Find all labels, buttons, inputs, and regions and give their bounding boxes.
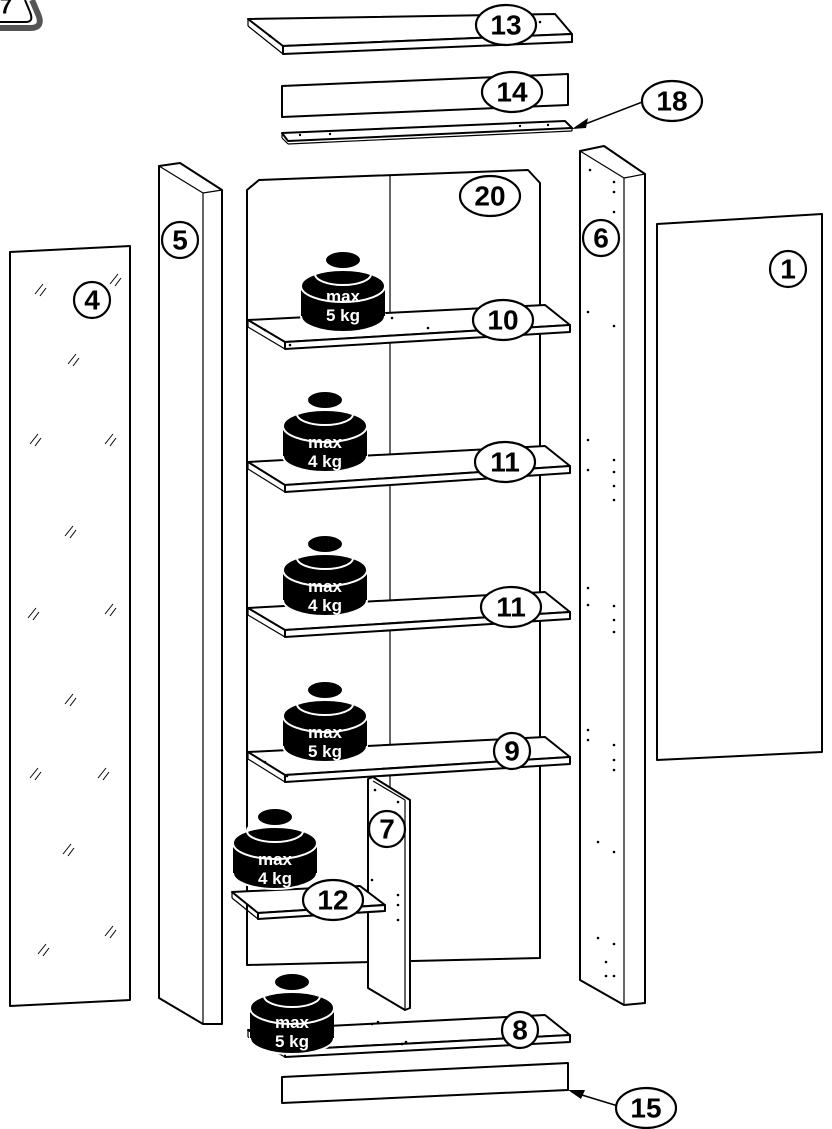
callout-12-label: 12	[317, 885, 348, 916]
callout-14-label: 14	[496, 77, 528, 108]
corner-warning-triangle: 7	[0, 0, 43, 31]
weight-icon-shelf-11-lower: max 4 kg	[282, 534, 368, 617]
callout-4-label: 4	[84, 285, 100, 316]
callout-18: 18	[640, 79, 704, 123]
weight-value-label: 4 kg	[308, 596, 342, 615]
part-1-right-door	[656, 213, 823, 761]
weight-value-label: 5 kg	[326, 306, 360, 325]
weight-icon-shelf-12: max 4 kg	[232, 807, 318, 890]
callout-6: 6	[581, 218, 621, 258]
callout-18-label: 18	[656, 86, 687, 117]
callout-20-label: 20	[474, 181, 505, 212]
callout-5: 5	[160, 220, 200, 260]
callout-10-label: 10	[487, 305, 518, 336]
weight-value-label: 4 kg	[258, 869, 292, 888]
weight-max-label: max	[258, 850, 293, 869]
callout-10: 10	[471, 298, 535, 342]
part-6-right-side-panel	[579, 145, 646, 1006]
callout-4: 4	[72, 280, 112, 320]
callout-11-lower: 11	[479, 585, 543, 629]
weight-icon-shelf-11-upper: max 4 kg	[282, 390, 368, 473]
weight-max-label: max	[308, 433, 343, 452]
callout-15-label: 15	[630, 1093, 661, 1124]
side-panel-holes	[586, 168, 616, 978]
weight-max-label: max	[326, 287, 361, 306]
weight-icon-shelf-10: max 5 kg	[300, 250, 386, 333]
callout-12: 12	[301, 878, 365, 922]
part-15-plinth	[281, 1062, 619, 1107]
callout-7-label: 7	[379, 814, 395, 845]
callout-11-lower-label: 11	[496, 592, 526, 623]
callout-11-upper: 11	[473, 440, 537, 484]
weight-max-label: max	[308, 723, 343, 742]
part-18-strip	[281, 100, 646, 145]
callout-7: 7	[367, 809, 407, 849]
callout-9: 9	[492, 731, 532, 771]
callout-1: 1	[768, 249, 808, 289]
callout-20: 20	[458, 174, 522, 218]
glass-reflection-marks	[27, 273, 122, 957]
callout-11-upper-label: 11	[490, 447, 520, 478]
callout-13-label: 13	[490, 10, 521, 41]
callout-6-label: 6	[593, 223, 609, 254]
weight-value-label: 4 kg	[308, 452, 342, 471]
callout-14: 14	[480, 70, 544, 114]
weight-icon-shelf-9: max 5 kg	[282, 680, 368, 763]
callout-9-label: 9	[504, 736, 520, 767]
callout-8: 8	[500, 1010, 540, 1050]
callout-13: 13	[474, 3, 538, 47]
weight-max-label: max	[308, 577, 343, 596]
callout-5-label: 5	[172, 225, 188, 256]
part-4-glass-door	[9, 245, 131, 1007]
weight-max-label: max	[275, 1013, 310, 1032]
part-5-left-side-panel	[158, 162, 223, 1025]
weight-value-label: 5 kg	[275, 1032, 309, 1051]
corner-label: 7	[0, 0, 12, 19]
callout-15: 15	[614, 1086, 678, 1129]
weight-icon-bottom-8: max 5 kg	[249, 972, 335, 1055]
callout-8-label: 8	[512, 1015, 528, 1046]
callout-1-label: 1	[780, 254, 796, 285]
weight-value-label: 5 kg	[308, 742, 342, 761]
